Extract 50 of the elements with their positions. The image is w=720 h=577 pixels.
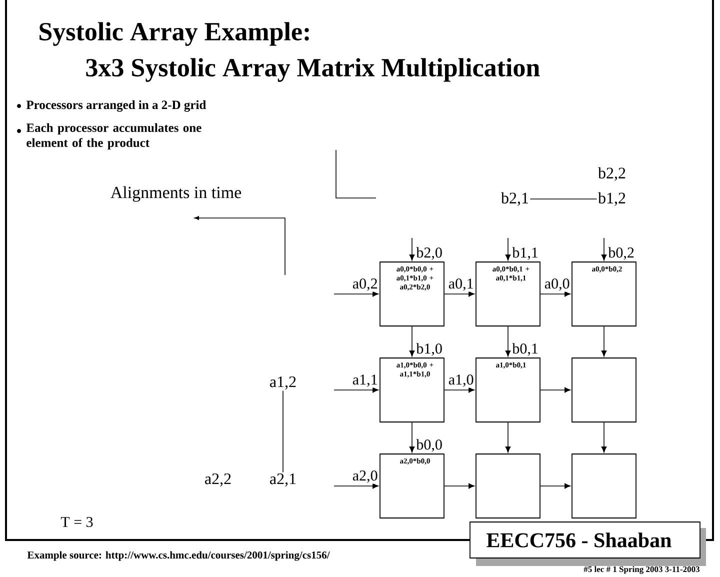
- edge-label: a1,1: [351, 374, 379, 388]
- arrow: [334, 291, 378, 297]
- arrow: [409, 422, 415, 452]
- edge-label: a0,1: [447, 278, 475, 292]
- connector-line: [282, 390, 284, 473]
- arrow: [601, 326, 607, 356]
- edge-label: b0,0: [415, 438, 444, 453]
- edge-label: a0,2: [351, 278, 379, 292]
- matrix-element: a1,2: [270, 376, 296, 390]
- edge-label: b1,0: [415, 342, 444, 357]
- time-label: T = 3: [60, 516, 93, 528]
- matrix-element: a2,2: [205, 473, 231, 487]
- connector-line: [530, 198, 598, 200]
- edge-label: a1,0: [447, 374, 475, 388]
- arrow: [334, 387, 378, 393]
- matrix-element: a2,1: [270, 473, 296, 487]
- arrow: [540, 483, 570, 489]
- arrow: [601, 238, 607, 260]
- arrow: [444, 291, 474, 297]
- slide-number: #5 lec # 1 Spring 2003 3-11-2003: [584, 566, 700, 574]
- processor-box: [572, 358, 636, 422]
- arrow: [505, 326, 511, 356]
- edge-label: a0,0: [543, 278, 571, 292]
- matrix-element: b2,1: [501, 192, 528, 206]
- arrow: [505, 422, 511, 452]
- edge-label: b0,2: [607, 246, 636, 261]
- arrow: [409, 238, 415, 260]
- arrow: [505, 238, 511, 260]
- matrix-element: b1,2: [598, 192, 626, 206]
- edge-label: b0,1: [511, 342, 540, 357]
- source-note: Example source: http://www.cs.hmc.edu/courses/2001/spring/cs156/: [27, 551, 330, 561]
- heading: Alignments in time: [110, 186, 242, 202]
- footer-box: EECC756 - Shaaban: [470, 522, 706, 566]
- arrow: [444, 387, 474, 393]
- subtitle: 3x3 Systolic Array Matrix Multiplication: [86, 58, 540, 82]
- processor-box: [476, 454, 540, 518]
- bullet-text: Processors arranged in a 2-D grid: [26, 100, 206, 112]
- arrow: [334, 483, 378, 489]
- arrow: [601, 422, 607, 452]
- bullet-text: Each processor accumulates one element of the product: [26, 123, 202, 150]
- arrow: [540, 387, 570, 393]
- processor-box: [572, 454, 636, 518]
- title: Systolic Array Example:: [40, 22, 309, 46]
- arrow: [444, 483, 474, 489]
- edge-label: a2,0: [351, 470, 379, 484]
- edge-label: b2,0: [415, 246, 444, 261]
- arrow: [540, 291, 570, 297]
- matrix-element: b2,2: [598, 167, 626, 181]
- edge-label: b1,1: [511, 246, 540, 261]
- arrow: [409, 326, 415, 356]
